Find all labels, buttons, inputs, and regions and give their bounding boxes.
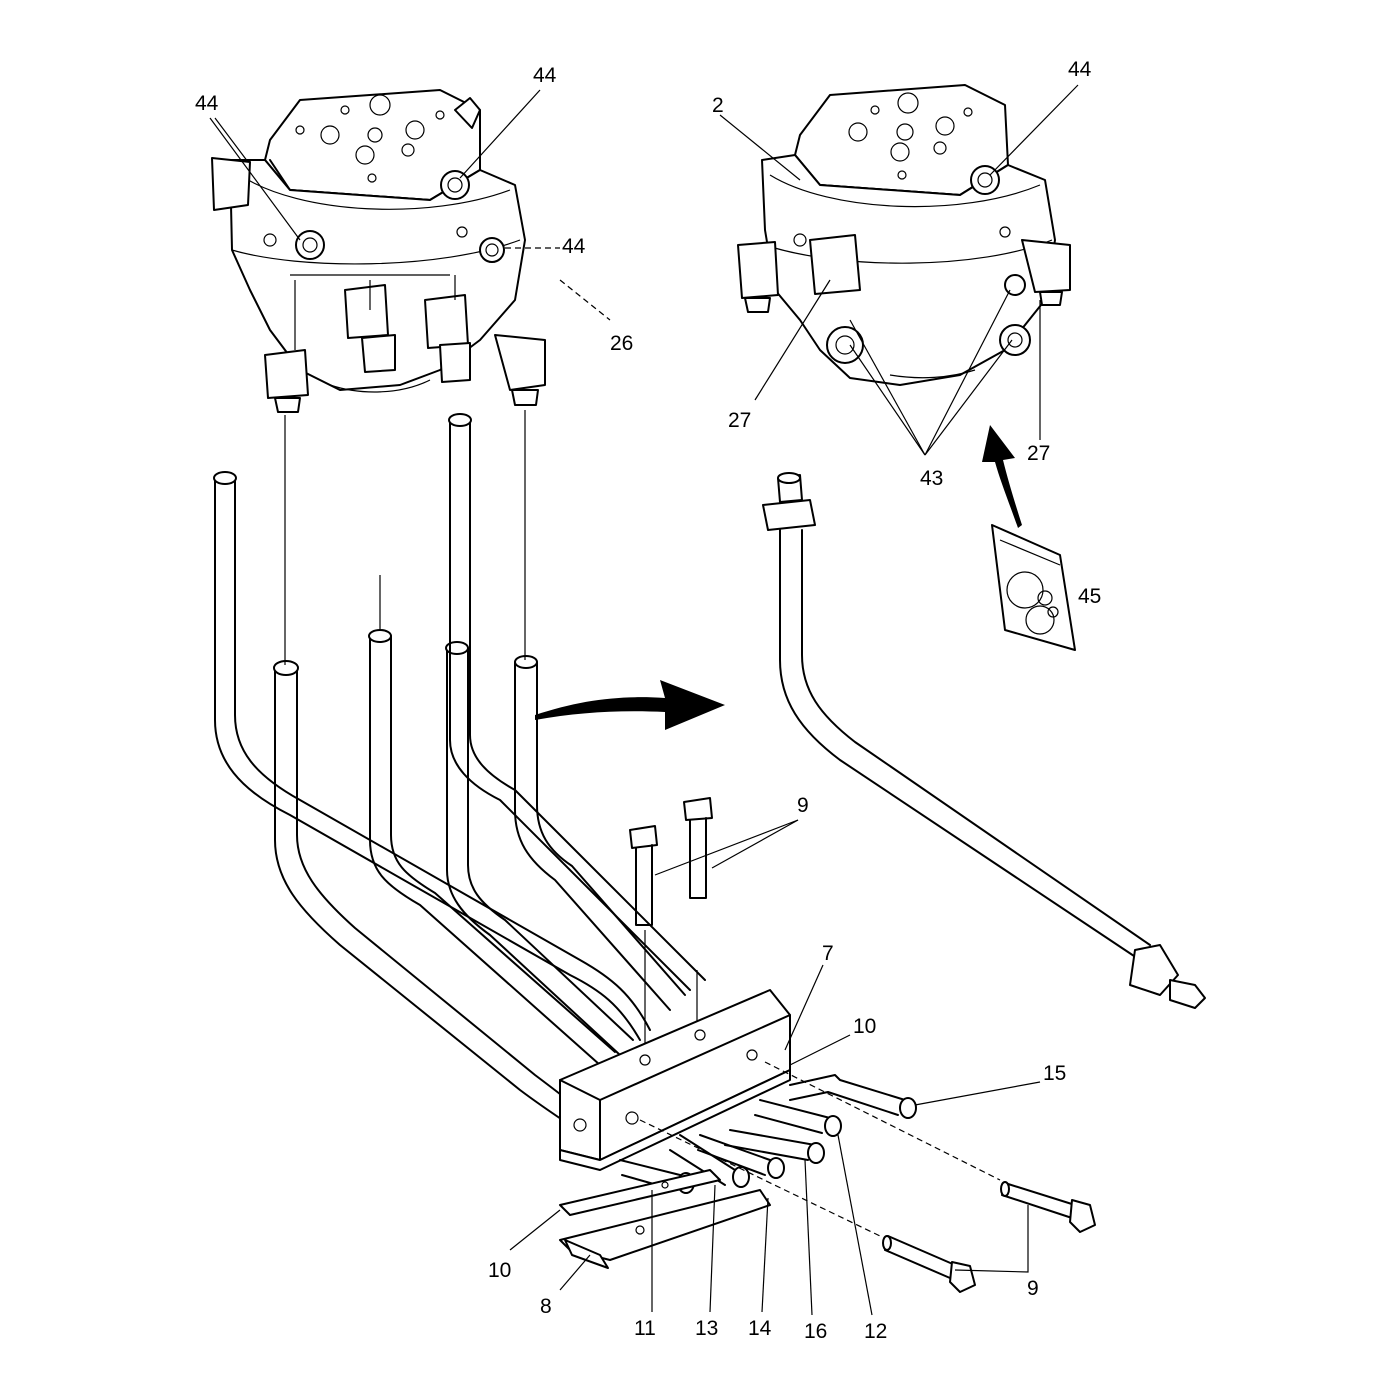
callout-9-a: 9 [797,794,809,817]
callout-10-b: 10 [488,1259,511,1282]
callout-16: 16 [804,1320,827,1343]
pipe-bundle [213,413,706,1126]
callout-45: 45 [1078,585,1101,608]
callout-14: 14 [748,1317,772,1340]
pilot-valve-right [737,84,1071,386]
callout-11: 11 [634,1317,656,1340]
direction-arrows [535,425,1022,730]
clamp-plates [559,1169,771,1269]
callout-27-b: 27 [1027,442,1050,465]
callout-44-c: 44 [562,235,586,258]
pilot-valve-left [211,89,546,413]
callout-12: 12 [864,1320,887,1343]
callout-10-a: 10 [853,1015,876,1038]
alignment-lines [284,410,698,1060]
leader-lines [209,84,1079,1316]
callout-27-a: 27 [728,409,751,432]
callout-43: 43 [920,467,943,490]
callout-7: 7 [822,942,834,965]
manifold-block [559,989,791,1171]
callout-9-b: 9 [1027,1277,1039,1300]
callout-labels: 44 44 44 44 26 2 27 27 43 45 9 9 7 10 10… [195,58,1101,1343]
callout-8: 8 [540,1295,552,1318]
callout-15: 15 [1043,1062,1066,1085]
callout-13: 13 [695,1317,718,1340]
callout-44-b: 44 [533,64,557,87]
bolts-upper [629,797,713,926]
seal-kit [991,524,1076,651]
callout-44-a: 44 [195,92,219,115]
long-pipe [762,472,1206,1009]
callout-2: 2 [712,94,724,117]
callout-26: 26 [610,332,633,355]
callout-44-d: 44 [1068,58,1092,81]
